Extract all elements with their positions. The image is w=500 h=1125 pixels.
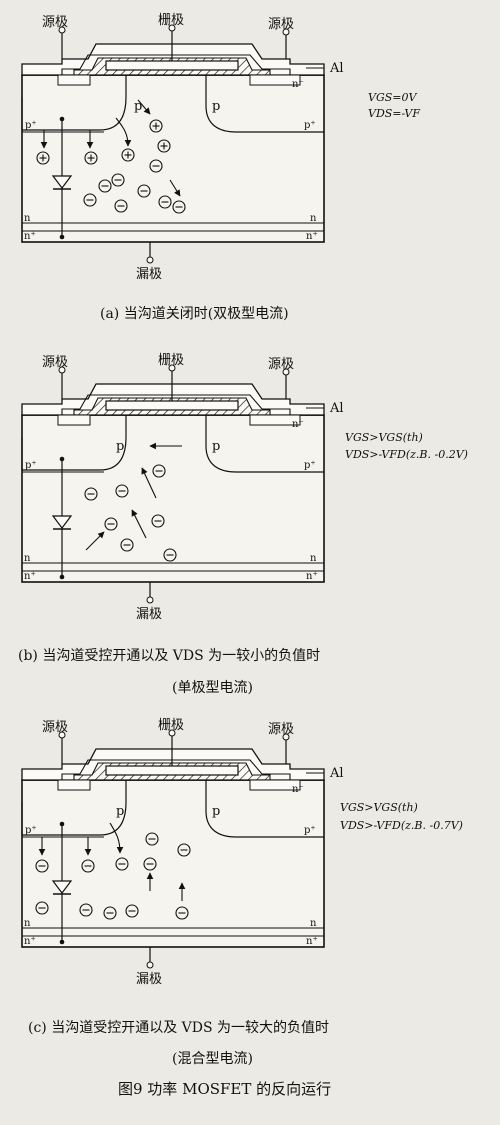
panel-c: 源极 栅极 源极 Al p p p⁺ p⁺ n⁻ n n n⁺ n⁺ 漏极 xyxy=(21,718,463,1067)
pplus-right-label: p⁺ xyxy=(304,825,316,836)
param-vds-b: VDS>-VFD(z.B. -0.2V) xyxy=(345,448,468,461)
nplus-left-label: n⁺ xyxy=(24,936,36,947)
param-vgs-c: VGS>VGS(th) xyxy=(340,801,418,814)
nplus-left-label: n⁺ xyxy=(24,571,36,582)
nminus-label: n⁻ xyxy=(292,784,304,795)
arrows-b xyxy=(85,442,182,551)
nplus-right-label: n⁺ xyxy=(306,936,318,947)
panel-b: 源极 栅极 源极 Al p p p⁺ p⁺ n⁻ n n n⁺ n⁺ 漏极 VG… xyxy=(18,353,468,696)
n-left-label: n xyxy=(24,213,31,224)
caption-b-sub: (单极型电流) xyxy=(172,680,253,696)
arrows-c xyxy=(38,822,186,901)
caption-c-sub: (混合型电流) xyxy=(172,1051,253,1067)
source-label-right: 源极 xyxy=(268,722,294,737)
param-vgs-b: VGS>VGS(th) xyxy=(345,431,423,444)
gate-label: 栅极 xyxy=(158,13,184,28)
nplus-right-label: n⁺ xyxy=(306,571,318,582)
caption-c: (c) 当沟道受控开通以及 VDS 为一较大的负值时 xyxy=(28,1020,329,1036)
p-body-left-label: p xyxy=(134,99,142,114)
source-label-right: 源极 xyxy=(268,17,294,32)
pplus-right-label: p⁺ xyxy=(304,120,316,131)
p-body-left-label: p xyxy=(116,804,124,819)
p-body-right-label: p xyxy=(212,439,220,454)
arrows-a xyxy=(40,99,181,197)
caption-a: (a) 当沟道关闭时(双极型电流) xyxy=(100,306,289,322)
nplus-right-label: n⁺ xyxy=(306,231,318,242)
al-label: Al xyxy=(329,766,344,781)
drain-label: 漏极 xyxy=(136,606,162,622)
pplus-right-label: p⁺ xyxy=(304,460,316,471)
p-body-right-label: p xyxy=(212,99,220,114)
gate-label: 栅极 xyxy=(158,718,184,733)
gate-label: 栅极 xyxy=(158,353,184,368)
p-body-left-label: p xyxy=(116,439,124,454)
panel-a: 源极 栅极 源极 Al p p p⁺ p⁺ n⁻ n n n⁺ n⁺ 漏极 xyxy=(21,13,420,322)
n-left-label: n xyxy=(24,918,31,929)
source-label-left: 源极 xyxy=(42,15,68,30)
n-right-label: n xyxy=(310,213,317,224)
figure-title: 图9 功率 MOSFET 的反向运行 xyxy=(118,1080,331,1098)
al-label: Al xyxy=(329,61,344,76)
source-label-left: 源极 xyxy=(42,720,68,735)
source-label-right: 源极 xyxy=(268,357,294,372)
n-right-label: n xyxy=(310,553,317,564)
nplus-left-label: n⁺ xyxy=(24,231,36,242)
param-vds-a: VDS=-VF xyxy=(368,107,420,120)
n-left-label: n xyxy=(24,553,31,564)
n-right-label: n xyxy=(310,918,317,929)
al-label: Al xyxy=(329,401,344,416)
param-vgs-a: VGS=0V xyxy=(368,91,417,104)
source-label-left: 源极 xyxy=(42,355,68,370)
drain-label: 漏极 xyxy=(136,266,162,282)
param-vds-c: VDS>-VFD(z.B. -0.7V) xyxy=(340,819,463,832)
pplus-left-label: p⁺ xyxy=(25,825,37,836)
pplus-left-label: p⁺ xyxy=(25,460,37,471)
nminus-label: n⁻ xyxy=(292,79,304,90)
p-body-right-label: p xyxy=(212,804,220,819)
pplus-left-label: p⁺ xyxy=(25,120,37,131)
caption-b: (b) 当沟道受控开通以及 VDS 为一较小的负值时 xyxy=(18,648,320,664)
drain-label: 漏极 xyxy=(136,971,162,987)
nminus-label: n⁻ xyxy=(292,419,304,430)
